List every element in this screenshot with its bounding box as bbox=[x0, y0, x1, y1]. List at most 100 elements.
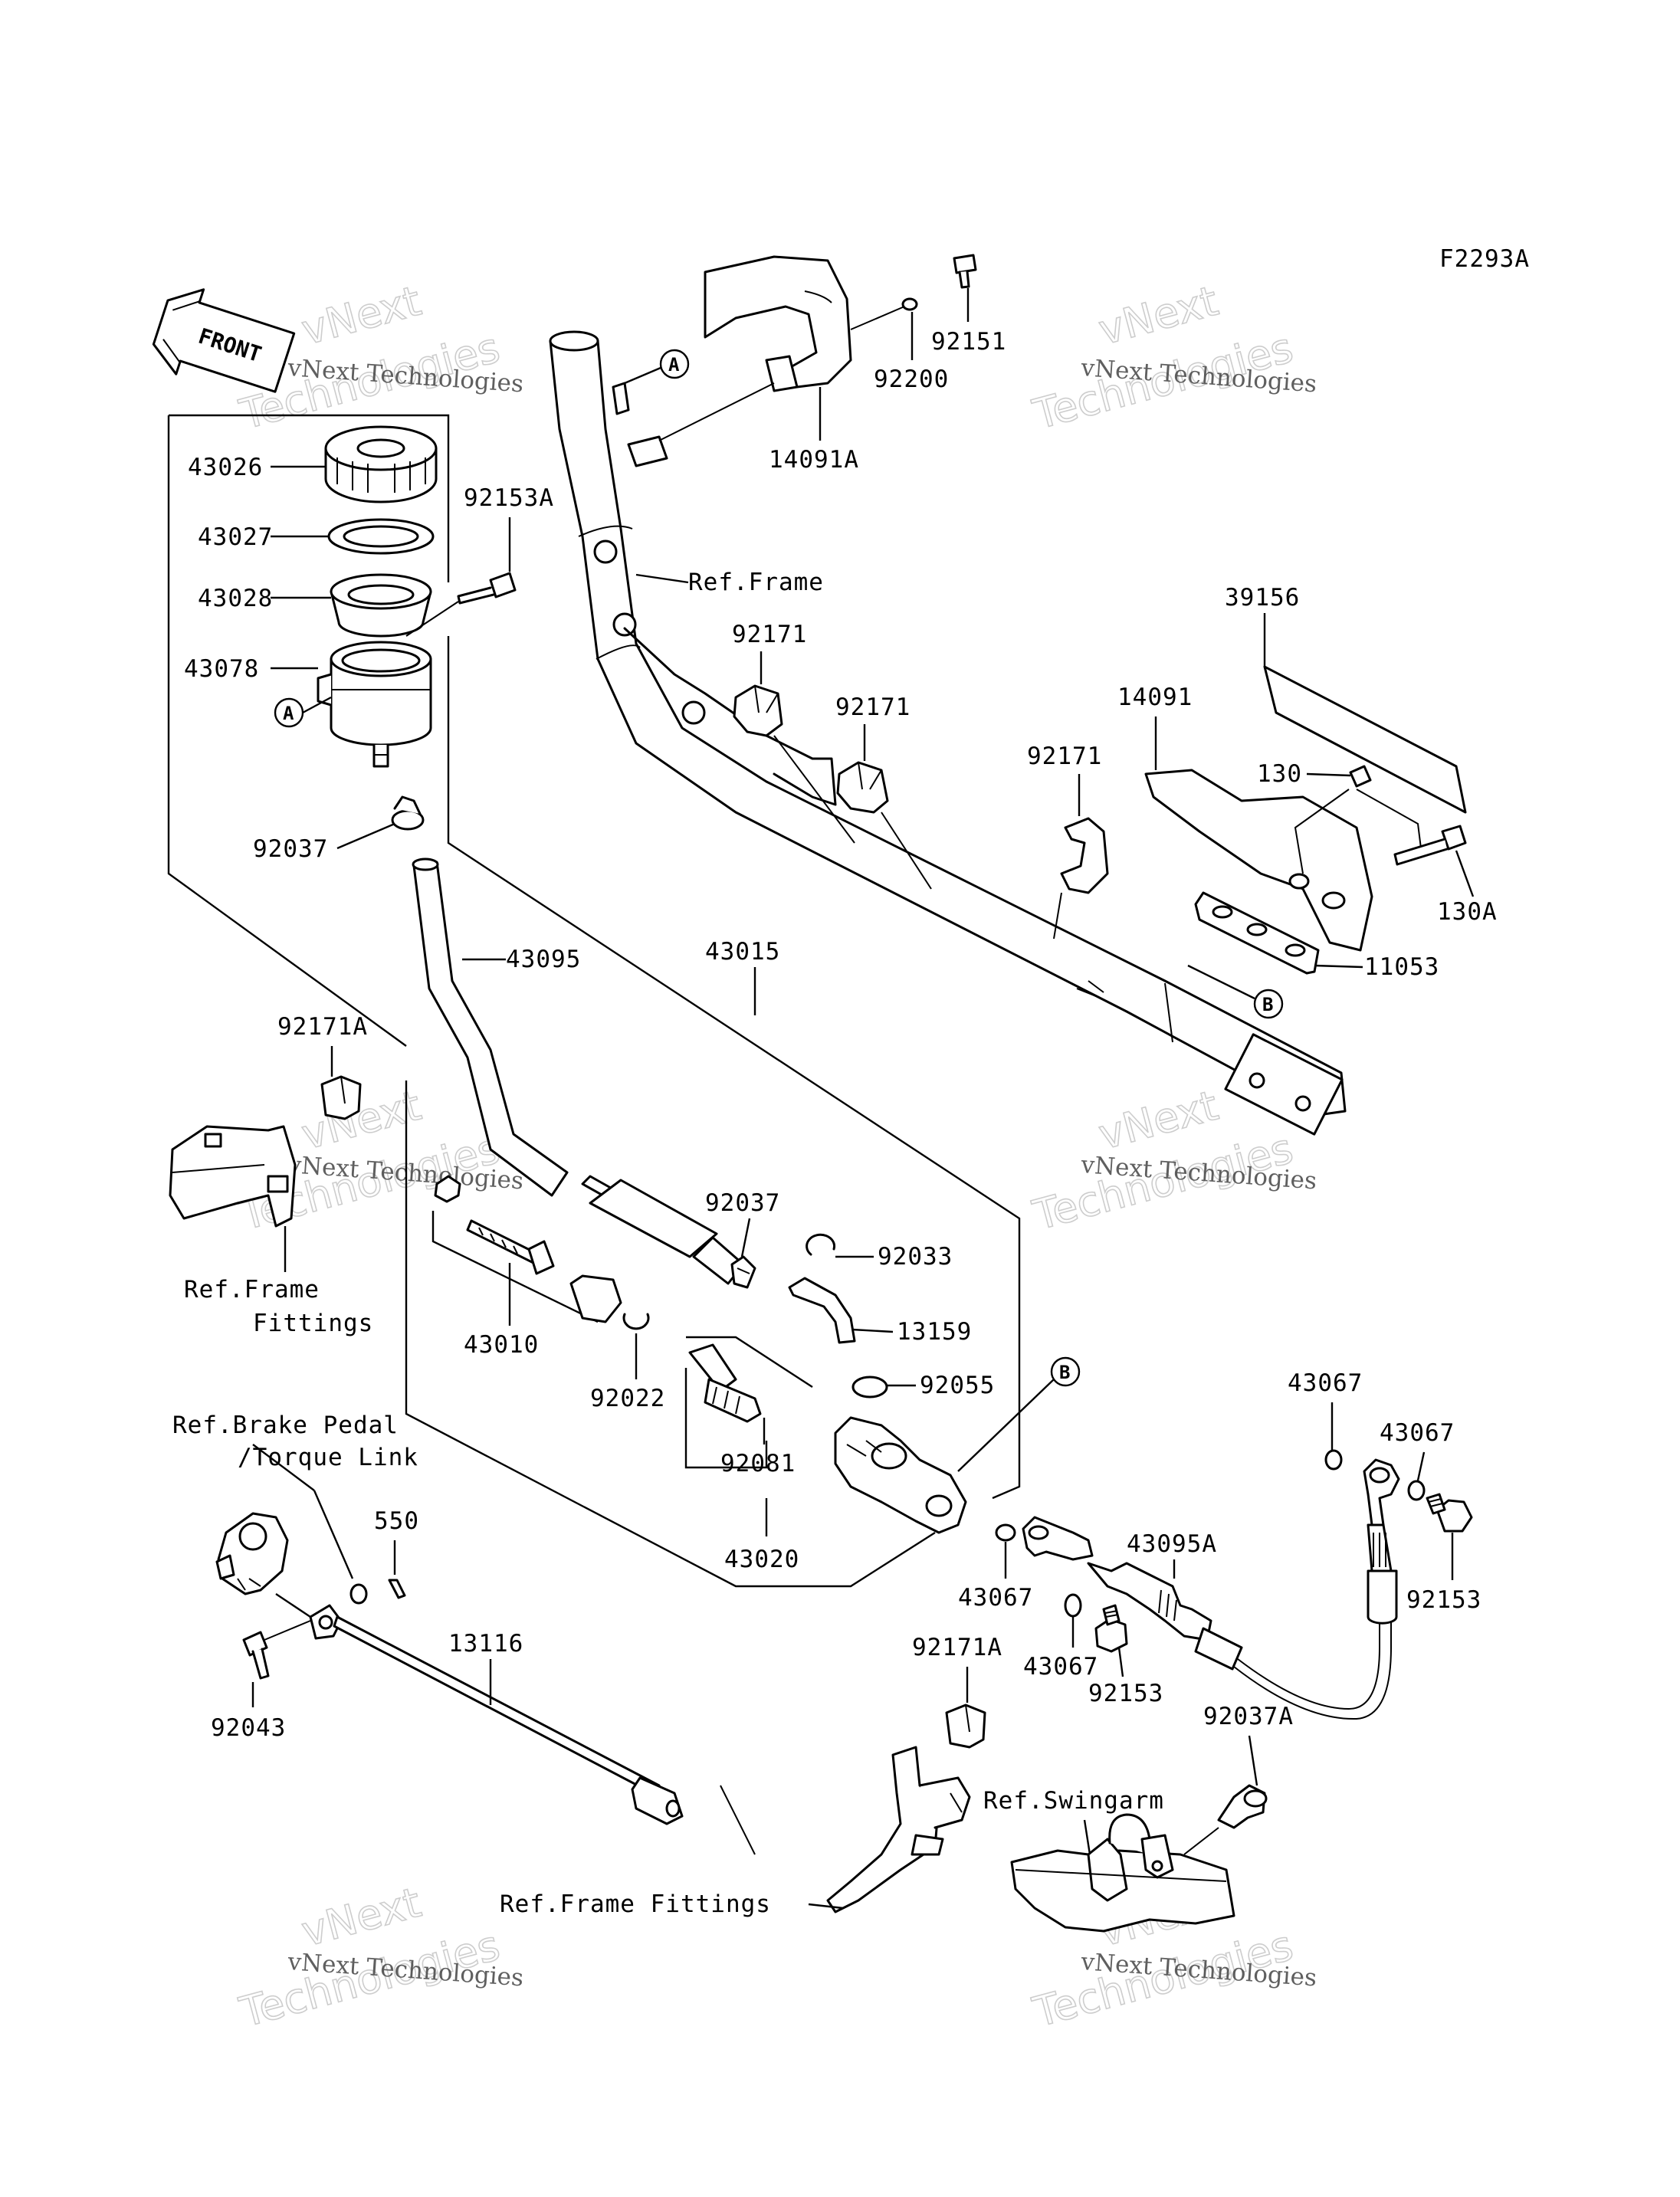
bolt-130 bbox=[1349, 765, 1372, 788]
elbow-13159 bbox=[788, 1277, 856, 1344]
assembly-bracket-left bbox=[167, 415, 407, 1047]
label-92153-1: 92153 bbox=[1088, 1680, 1163, 1707]
svg-text:A: A bbox=[668, 354, 680, 375]
label-39156: 39156 bbox=[1225, 584, 1300, 612]
cover-14091A bbox=[704, 255, 852, 392]
bracket-14091 bbox=[1144, 769, 1373, 952]
rod-13116 bbox=[333, 1615, 684, 1825]
clamp-92037-middle bbox=[730, 1255, 756, 1289]
reservoir-cap-43026 bbox=[324, 425, 438, 503]
reservoir-43078 bbox=[317, 641, 432, 768]
label-14091: 14091 bbox=[1117, 684, 1193, 711]
label-43067-1: 43067 bbox=[1288, 1369, 1363, 1397]
hose-43095 bbox=[412, 857, 745, 1285]
label-43067-2: 43067 bbox=[1380, 1419, 1455, 1447]
clamp-92171A-lower bbox=[945, 1703, 986, 1749]
svg-text:B: B bbox=[1059, 1362, 1070, 1383]
clamp-92037A bbox=[1217, 1784, 1268, 1829]
label-92055: 92055 bbox=[920, 1372, 995, 1399]
diaphragm-43028 bbox=[330, 573, 432, 638]
label-11053: 11053 bbox=[1364, 953, 1439, 981]
label-13159: 13159 bbox=[897, 1318, 972, 1346]
push-rod-43010 bbox=[434, 1175, 622, 1323]
banjo-fitting-right bbox=[1363, 1458, 1400, 1625]
svg-text:B: B bbox=[1262, 994, 1273, 1015]
watermark-top-right: vNext Technologies vNext Technologies bbox=[1027, 276, 1317, 440]
label-92171-3: 92171 bbox=[1027, 743, 1102, 770]
clamp-92171-3 bbox=[1060, 817, 1109, 894]
figure-code: F2293A bbox=[1439, 245, 1530, 273]
pin-92043 bbox=[242, 1631, 270, 1680]
label-43067-3: 43067 bbox=[958, 1584, 1033, 1612]
label-92037-middle: 92037 bbox=[705, 1189, 780, 1217]
label-43010: 43010 bbox=[464, 1331, 539, 1359]
assembly-bracket-bottom bbox=[405, 1080, 936, 1588]
label-43095: 43095 bbox=[506, 946, 581, 973]
bolt-130A bbox=[1393, 825, 1467, 866]
washer-43067-lower-left bbox=[995, 1523, 1016, 1542]
label-92200: 92200 bbox=[874, 366, 949, 393]
label-43020: 43020 bbox=[724, 1546, 799, 1573]
label-92171-1: 92171 bbox=[732, 621, 807, 648]
plate-11053 bbox=[1194, 891, 1320, 975]
diaphragm-plate-43027 bbox=[327, 518, 435, 555]
label-92171-2: 92171 bbox=[835, 694, 911, 721]
washer-43067-lower-mid bbox=[1064, 1593, 1082, 1618]
label-torque-link: /Torque Link bbox=[238, 1444, 418, 1471]
label-13116: 13116 bbox=[448, 1630, 523, 1658]
label-92043: 92043 bbox=[211, 1714, 286, 1742]
label-43026: 43026 bbox=[188, 454, 263, 481]
label-43078: 43078 bbox=[184, 655, 259, 683]
clamp-92171-1 bbox=[733, 684, 783, 737]
label-ref-swingarm: Ref.Swingarm bbox=[983, 1787, 1164, 1815]
label-92171A-upper: 92171A bbox=[277, 1013, 368, 1041]
label-130A: 130A bbox=[1437, 898, 1498, 926]
label-ref-frame-fittings-3: Ref.Frame Fittings bbox=[500, 1890, 771, 1918]
label-43095A: 43095A bbox=[1127, 1530, 1217, 1558]
frame-tube bbox=[549, 330, 1347, 1136]
bracket-43010 bbox=[431, 1211, 599, 1323]
label-92153-2: 92153 bbox=[1406, 1586, 1481, 1614]
svg-text:A: A bbox=[283, 703, 294, 724]
svg-text:vNext: vNext bbox=[297, 277, 426, 355]
front-arrow-icon: FRONT bbox=[152, 288, 296, 393]
assembly-bracket-right bbox=[447, 636, 1021, 1500]
svg-text:vNext: vNext bbox=[1094, 277, 1223, 355]
washer-92200 bbox=[901, 297, 918, 311]
bracket-43020-bottom bbox=[684, 1368, 768, 1469]
master-cylinder-body bbox=[834, 1416, 967, 1534]
strip-39156 bbox=[1263, 665, 1467, 814]
assembly-bracket-top bbox=[169, 414, 450, 582]
circlip-92033 bbox=[806, 1233, 836, 1256]
label-43067-4: 43067 bbox=[1023, 1653, 1098, 1681]
swingarm-section bbox=[1010, 1813, 1235, 1933]
label-92022: 92022 bbox=[590, 1385, 665, 1412]
frame-fittings-bottom bbox=[826, 1746, 971, 1913]
washer-550 bbox=[349, 1583, 368, 1605]
label-550: 550 bbox=[374, 1507, 419, 1535]
pin-550 bbox=[388, 1579, 406, 1599]
label-92081: 92081 bbox=[720, 1450, 796, 1477]
label-ref-frame-fittings-2: Fittings bbox=[253, 1310, 373, 1337]
bolt-92151 bbox=[953, 254, 977, 289]
bolt-92153-lower bbox=[1094, 1604, 1128, 1653]
banjo-fitting-left bbox=[1022, 1516, 1094, 1561]
label-14091A: 14091A bbox=[769, 446, 859, 474]
label-92033: 92033 bbox=[878, 1243, 953, 1271]
label-92151: 92151 bbox=[931, 328, 1006, 356]
washer-43067-upper-left bbox=[1324, 1449, 1343, 1471]
label-ref-brake-pedal: Ref.Brake Pedal bbox=[172, 1412, 399, 1439]
brake-pedal-linkage bbox=[215, 1512, 343, 1640]
label-92037-upper: 92037 bbox=[253, 835, 328, 863]
label-130: 130 bbox=[1257, 760, 1302, 788]
label-43027: 43027 bbox=[198, 523, 273, 551]
label-ref-frame-fittings-1: Ref.Frame bbox=[184, 1276, 320, 1303]
callout-b-cylinder bbox=[1050, 1356, 1081, 1387]
label-92153A: 92153A bbox=[464, 484, 554, 512]
frame-fittings-left bbox=[169, 1125, 297, 1228]
callout-a-frame bbox=[659, 349, 690, 379]
bolt-92153A bbox=[457, 572, 517, 605]
label-92037A: 92037A bbox=[1203, 1703, 1294, 1730]
label-92171A-lower: 92171A bbox=[912, 1634, 1002, 1661]
